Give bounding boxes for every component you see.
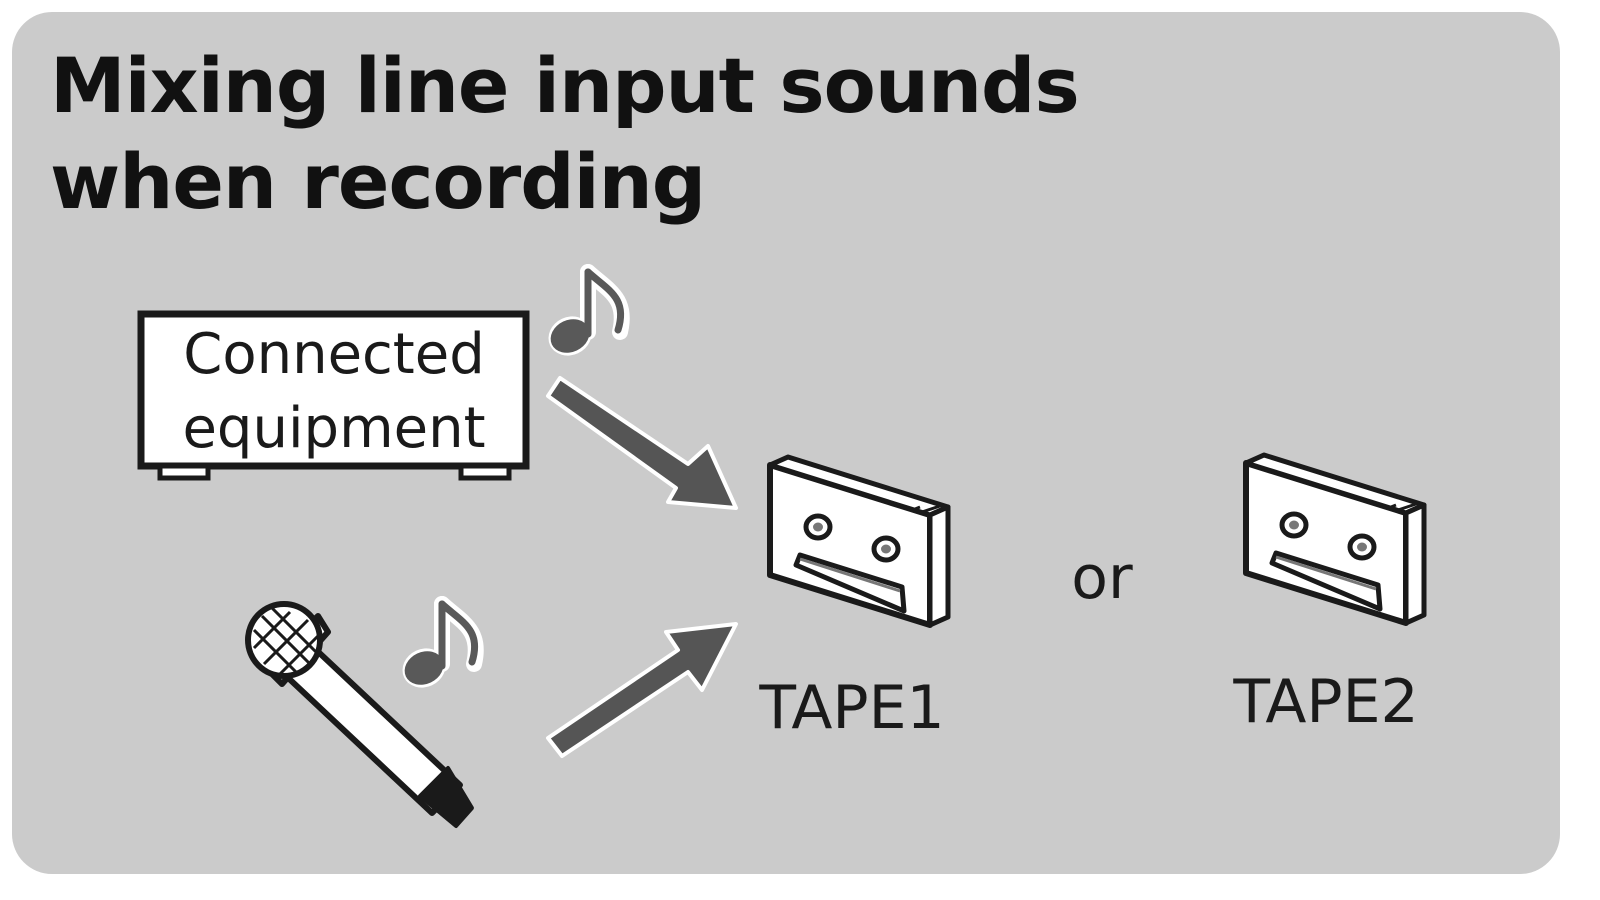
cassette-tape-icon bbox=[1246, 455, 1424, 623]
connected-equipment-icon bbox=[137, 310, 530, 481]
tape2-label: TAPE2 bbox=[1232, 667, 1418, 737]
equipment-label-line2: equipment bbox=[182, 396, 485, 461]
arrow-icon bbox=[546, 376, 738, 510]
arrow-icon bbox=[546, 622, 738, 758]
tape1-label: TAPE1 bbox=[758, 673, 944, 743]
microphone-icon bbox=[245, 601, 474, 828]
separator-or: or bbox=[1071, 543, 1133, 613]
diagram-title: Mixing line input sounds when recording bbox=[50, 41, 1080, 226]
cassette-tape-icon bbox=[770, 457, 948, 625]
equipment-label-line1: Connected bbox=[183, 322, 485, 387]
music-note-icon bbox=[396, 604, 476, 695]
music-note-icon bbox=[542, 272, 622, 363]
